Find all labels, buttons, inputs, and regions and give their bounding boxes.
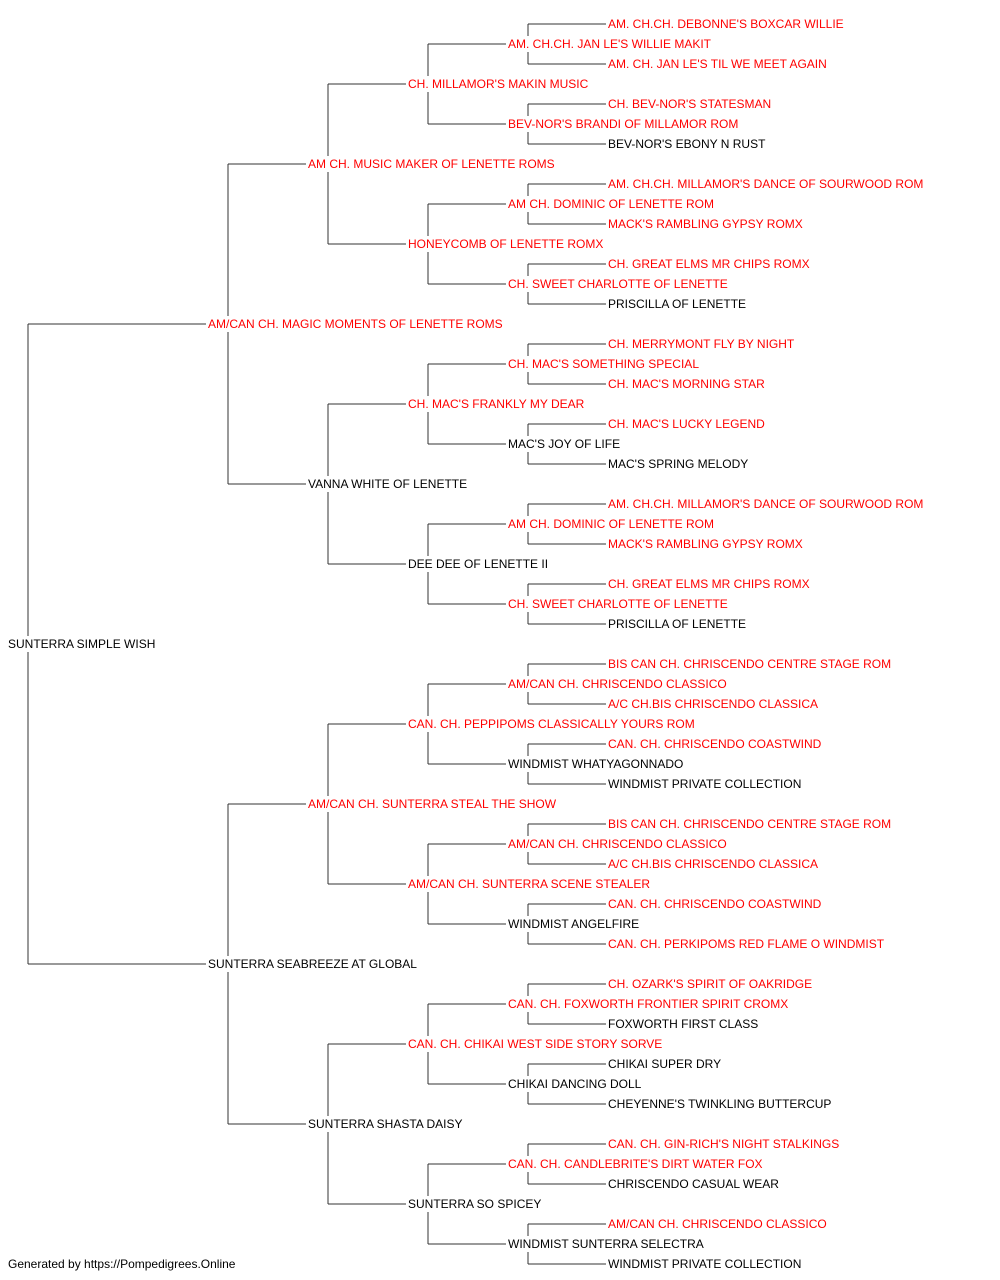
dog-name-root-d-s-s-d-s: CAN. CH. CHRISCENDO COASTWIND [608,737,822,751]
dog-name-root-d-d-d: SUNTERRA SO SPICEY [408,1197,541,1211]
dog-name-root-s-d-s-d: MAC'S JOY OF LIFE [508,437,620,451]
dog-name-root-d-d-d-d-s: AM/CAN CH. CHRISCENDO CLASSICO [608,1217,827,1231]
dog-name-root-s-s: AM CH. MUSIC MAKER OF LENETTE ROMS [308,157,555,171]
dog-name-root-d-s-d-s: AM/CAN CH. CHRISCENDO CLASSICO [508,837,727,851]
dog-name-root-d-s-s-s-d: A/C CH.BIS CHRISCENDO CLASSICA [608,697,818,711]
dog-name-root-d-d-s-d: CHIKAI DANCING DOLL [508,1077,642,1091]
dog-name-root-s-s-s-d-s: CH. BEV-NOR'S STATESMAN [608,97,771,111]
dog-name-root-d-s-d-d-s: CAN. CH. CHRISCENDO COASTWIND [608,897,822,911]
dog-name-root-s-s-d-s-d: MACK'S RAMBLING GYPSY ROMX [608,217,803,231]
dog-name-root-s-s-d-s-s: AM. CH.CH. MILLAMOR'S DANCE OF SOURWOOD … [608,177,923,191]
dog-name-root-s-d-s-s-d: CH. MAC'S MORNING STAR [608,377,765,391]
dog-name-root-s-s-s-s: AM. CH.CH. JAN LE'S WILLIE MAKIT [508,37,712,51]
dog-name-root-s-d-d-d: CH. SWEET CHARLOTTE OF LENETTE [508,597,728,611]
dog-name-root-d-d-d-s-s: CAN. CH. GIN-RICH'S NIGHT STALKINGS [608,1137,839,1151]
dog-name-root-d: SUNTERRA SEABREEZE AT GLOBAL [208,957,417,971]
dog-name-root-s-s-d-d: CH. SWEET CHARLOTTE OF LENETTE [508,277,728,291]
dog-name-root-s-d-d-s-s: AM. CH.CH. MILLAMOR'S DANCE OF SOURWOOD … [608,497,923,511]
dog-name-root-d-d-s-s: CAN. CH. FOXWORTH FRONTIER SPIRIT CROMX [508,997,788,1011]
dog-name-root-d-s-d-s-d: A/C CH.BIS CHRISCENDO CLASSICA [608,857,818,871]
dog-name-root: SUNTERRA SIMPLE WISH [8,637,155,651]
dog-name-root-d-d-d-d-d: WINDMIST PRIVATE COLLECTION [608,1257,801,1271]
dog-name-root-d-s-s: CAN. CH. PEPPIPOMS CLASSICALLY YOURS ROM [408,717,695,731]
dog-name-root-d-s: AM/CAN CH. SUNTERRA STEAL THE SHOW [308,797,557,811]
dog-name-root-d-d-d-d: WINDMIST SUNTERRA SELECTRA [508,1237,704,1251]
dog-name-root-d-s-d-d: WINDMIST ANGELFIRE [508,917,639,931]
dog-name-root-d-d-d-s: CAN. CH. CANDLEBRITE'S DIRT WATER FOX [508,1157,763,1171]
dog-name-root-d-d-s-d-d: CHEYENNE'S TWINKLING BUTTERCUP [608,1097,831,1111]
dog-name-root-d-d-s-s-d: FOXWORTH FIRST CLASS [608,1017,758,1031]
dog-name-root-d-s-s-d: WINDMIST WHATYAGONNADO [508,757,683,771]
dog-name-root-s-d-s-s-s: CH. MERRYMONT FLY BY NIGHT [608,337,795,351]
dog-name-root-d-d-s-s-s: CH. OZARK'S SPIRIT OF OAKRIDGE [608,977,812,991]
generated-by-footer: Generated by https://Pompedigrees.Online [8,1257,236,1271]
dog-name-root-s-s-s: CH. MILLAMOR'S MAKIN MUSIC [408,77,589,91]
dog-name-root-d-s-s-d-d: WINDMIST PRIVATE COLLECTION [608,777,801,791]
dog-name-root-s-d-d-d-s: CH. GREAT ELMS MR CHIPS ROMX [608,577,810,591]
dog-name-root-d-s-d-s-s: BIS CAN CH. CHRISCENDO CENTRE STAGE ROM [608,817,891,831]
dog-name-root-d-d-s: CAN. CH. CHIKAI WEST SIDE STORY SORVE [408,1037,662,1051]
dog-name-root-s-s-s-s-d: AM. CH. JAN LE'S TIL WE MEET AGAIN [608,57,827,71]
dog-name-root-s-s-s-d: BEV-NOR'S BRANDI OF MILLAMOR ROM [508,117,738,131]
dog-name-root-s-d-s-s: CH. MAC'S SOMETHING SPECIAL [508,357,699,371]
dog-name-root-s-d-s-d-d: MAC'S SPRING MELODY [608,457,748,471]
dog-name-root-s-d-s-d-s: CH. MAC'S LUCKY LEGEND [608,417,765,431]
dog-name-root-s-d: VANNA WHITE OF LENETTE [308,477,467,491]
dog-name-root-d-d-d-s-d: CHRISCENDO CASUAL WEAR [608,1177,779,1191]
dog-name-root-d-s-s-s-s: BIS CAN CH. CHRISCENDO CENTRE STAGE ROM [608,657,891,671]
dog-name-root-d-s-d-d-d: CAN. CH. PERKIPOMS RED FLAME O WINDMIST [608,937,885,951]
dog-name-root-s-d-d-s-d: MACK'S RAMBLING GYPSY ROMX [608,537,803,551]
dog-name-root-d-s-s-s: AM/CAN CH. CHRISCENDO CLASSICO [508,677,727,691]
dog-name-root-s: AM/CAN CH. MAGIC MOMENTS OF LENETTE ROMS [208,317,503,331]
dog-name-root-s-s-d: HONEYCOMB OF LENETTE ROMX [408,237,603,251]
dog-name-root-d-d-s-d-s: CHIKAI SUPER DRY [608,1057,721,1071]
dog-name-root-s-s-d-d-d: PRISCILLA OF LENETTE [608,297,746,311]
dog-name-root-s-s-s-d-d: BEV-NOR'S EBONY N RUST [608,137,766,151]
dog-name-root-s-s-d-s: AM CH. DOMINIC OF LENETTE ROM [508,197,714,211]
dog-name-root-s-d-d: DEE DEE OF LENETTE II [408,557,548,571]
dog-name-root-s-d-d-s: AM CH. DOMINIC OF LENETTE ROM [508,517,714,531]
dog-name-root-s-s-s-s-s: AM. CH.CH. DEBONNE'S BOXCAR WILLIE [608,17,844,31]
dog-name-root-d-s-d: AM/CAN CH. SUNTERRA SCENE STEALER [408,877,650,891]
dog-name-root-d-d: SUNTERRA SHASTA DAISY [308,1117,462,1131]
dog-name-root-s-s-d-d-s: CH. GREAT ELMS MR CHIPS ROMX [608,257,810,271]
dog-name-root-s-d-d-d-d: PRISCILLA OF LENETTE [608,617,746,631]
dog-name-root-s-d-s: CH. MAC'S FRANKLY MY DEAR [408,397,585,411]
